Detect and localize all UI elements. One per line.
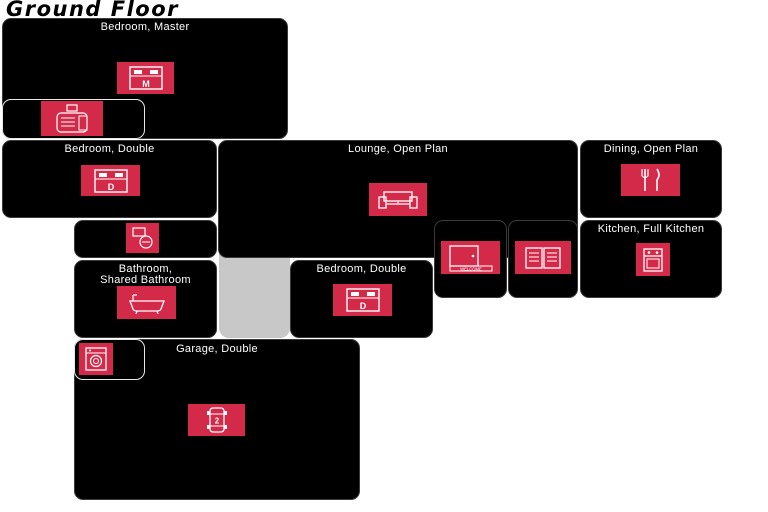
room-laundry[interactable] <box>74 339 145 380</box>
room-bathroom-shared[interactable]: Bathroom, Shared Bathroom <box>74 260 217 338</box>
washing-machine-icon <box>79 343 113 375</box>
room-label: Dining, Open Plan <box>603 143 699 155</box>
room-label: Kitchen, Full Kitchen <box>597 223 705 235</box>
room-label: Bedroom, Double <box>316 263 407 275</box>
room-bedroom-double-2[interactable]: Bedroom, Double D <box>290 260 433 338</box>
room-label: Bedroom, Double <box>64 143 155 155</box>
welcome-door-icon: WELCOME <box>441 241 500 274</box>
stove-icon <box>636 243 670 276</box>
car-icon: 2 <box>188 404 245 436</box>
bed-letter: D <box>107 182 114 192</box>
room-label: Lounge, Open Plan <box>348 143 448 155</box>
floor-title: Ground Floor <box>6 0 180 21</box>
bed-icon: D <box>81 165 140 196</box>
room-label: Bedroom, Master <box>100 21 190 33</box>
bed-letter: D <box>359 301 366 311</box>
room-study[interactable] <box>508 220 578 298</box>
room-wc[interactable] <box>74 220 217 258</box>
welcome-text: WELCOME <box>460 266 482 271</box>
open-book-icon <box>515 241 571 274</box>
room-dining[interactable]: Dining, Open Plan <box>580 140 722 218</box>
bed-icon: M <box>117 62 174 94</box>
toilet-basin-icon <box>126 223 159 253</box>
room-kitchen[interactable]: Kitchen, Full Kitchen <box>580 220 722 298</box>
room-ensuite[interactable] <box>2 99 145 139</box>
room-label: Bathroom, Shared Bathroom <box>100 263 191 286</box>
bed-letter: M <box>142 79 150 89</box>
sofa-icon <box>369 183 427 216</box>
shower-toilet-icon <box>41 101 103 136</box>
bed-icon: D <box>333 284 392 316</box>
cutlery-icon <box>621 164 680 196</box>
room-bedroom-double-1[interactable]: Bedroom, Double D <box>2 140 217 218</box>
bathtub-icon <box>117 286 176 319</box>
car-count: 2 <box>214 417 219 426</box>
room-entrance[interactable]: WELCOME <box>434 220 507 298</box>
room-label: Garage, Double <box>176 343 258 355</box>
